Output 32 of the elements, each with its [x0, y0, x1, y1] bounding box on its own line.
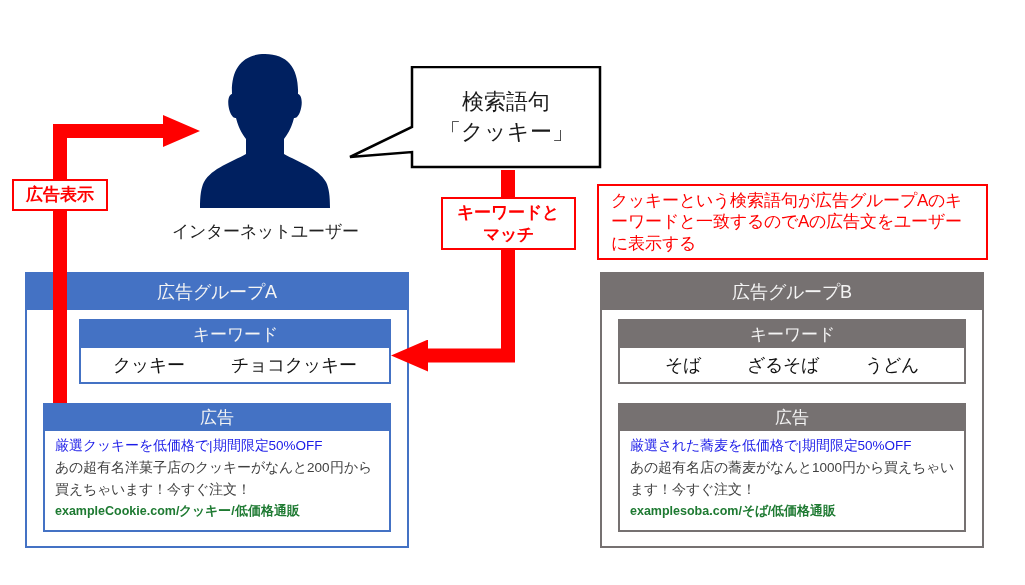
keyword-text: そば	[665, 354, 701, 377]
panel-header: 広告グループB	[602, 274, 982, 310]
ad-group-panel	[600, 272, 984, 548]
panel-header: 広告	[45, 405, 389, 431]
panel-header: キーワード	[620, 321, 964, 348]
person-silhouette	[200, 54, 330, 208]
ad-url: examplesoba.com/そば/低価格通販	[630, 503, 838, 521]
keyword-panel	[618, 319, 966, 384]
ad-headline: 厳選クッキーを低価格で|期間限定50%OFF	[55, 437, 324, 455]
note-callout: クッキーという検索語句が広告グループAのキーワードと一致するのでAの広告文をユーザーに表示する	[597, 184, 988, 260]
ad-url: exampleCookie.com/クッキー/低価格通販	[55, 503, 301, 521]
bubble-text: 検索語句「クッキー」	[437, 88, 575, 146]
keyword-text: チョコクッキー	[231, 354, 357, 377]
edge-label: 広告表示	[12, 179, 108, 211]
arrow	[53, 115, 200, 403]
edge-label: キーワードとマッチ	[440, 197, 576, 250]
ad-headline: 厳選された蕎麦を低価格で|期間限定50%OFF	[630, 437, 913, 455]
keyword-text: ざるそば	[747, 354, 819, 377]
panel-header: 広告	[620, 405, 964, 431]
ad-panel	[618, 403, 966, 532]
speech-bubble	[348, 66, 602, 170]
person-caption: インターネットユーザー	[170, 221, 360, 243]
keyword-panel	[79, 319, 391, 384]
panel-header: キーワード	[81, 321, 389, 348]
ad-panel	[43, 403, 391, 532]
keyword-text: クッキー	[113, 354, 185, 377]
arrow	[391, 170, 515, 372]
panel-header: 広告グループA	[27, 274, 407, 310]
ad-group-panel	[25, 272, 409, 548]
ad-description: あの超有名店の蕎麦がなんと1000円から買えちゃいます！今すぐ注文！	[630, 458, 956, 499]
ad-description: あの超有名洋菓子店のクッキーがなんと200円から買えちゃいます！今すぐ注文！	[55, 458, 373, 499]
keyword-text: うどん	[865, 354, 919, 377]
